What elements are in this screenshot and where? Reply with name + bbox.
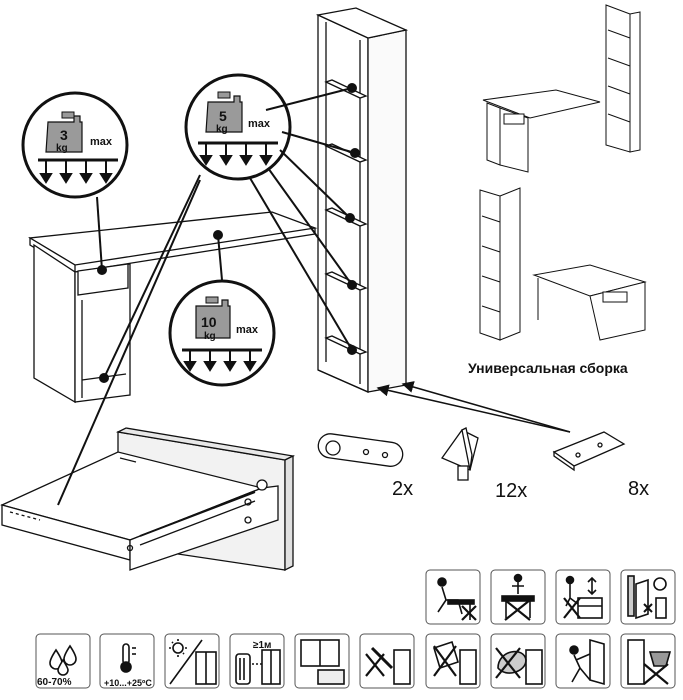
no-wet-cleaning-icon [365,646,411,685]
no-abrasive-cleaning-icon [433,640,477,685]
humidity-label: 60-70% [37,677,72,688]
mounting-plate-quantity: 8x [628,478,650,500]
variant-top-illustration [482,4,641,173]
connector-plate-quantity: 2x [392,478,414,500]
heater-distance-icon [235,649,281,685]
desk-weight-unit: kg [204,331,216,342]
variant-bottom-illustration [479,187,647,341]
do-not-climb-icon [501,573,535,621]
desk-weight-value: 10 [201,314,217,330]
corner-bracket-quantity: 12x [495,480,528,502]
corner-bracket-icon [441,427,479,481]
shelf-weight-max: max [248,118,271,130]
drawer-detail-illustration [0,427,296,572]
connector-plate-icon [317,433,404,467]
drawer-weight-max: max [90,136,113,148]
weight-badge-drawer: 3 kg max [21,91,129,199]
no-solvents-icon [495,647,543,685]
mounting-plate-icon [552,431,626,472]
do-not-tip-over-icon [569,638,605,686]
heater-distance-label: ≥1м [253,640,272,651]
room-placement-icon [300,639,345,685]
shelf-weight-value: 5 [219,108,227,124]
weight-badge-shelf: 5 kg max [184,73,292,181]
temperature-icon [120,643,136,673]
shelf-weight-unit: kg [216,124,228,135]
humidity-icon [49,644,77,676]
universal-assembly-caption: Универсальная сборка [468,360,628,376]
drawer-weight-value: 3 [60,127,68,143]
leader-lines [57,83,360,506]
assembly-arrows [376,381,571,433]
drawer-weight-unit: kg [56,143,68,154]
do-not-sit-on-desk-icon [437,577,477,621]
temperature-label: +10...+25ºC [104,678,152,688]
wall-mounting-icon [627,575,667,620]
no-heavy-objects-icon [627,639,672,685]
weight-badge-desk: 10 kg max [168,279,276,387]
bookcase-illustration [315,7,409,393]
no-direct-sunlight-icon [169,639,217,685]
desk-weight-max: max [236,324,259,336]
do-not-stand-on-drawer-icon [563,575,603,619]
